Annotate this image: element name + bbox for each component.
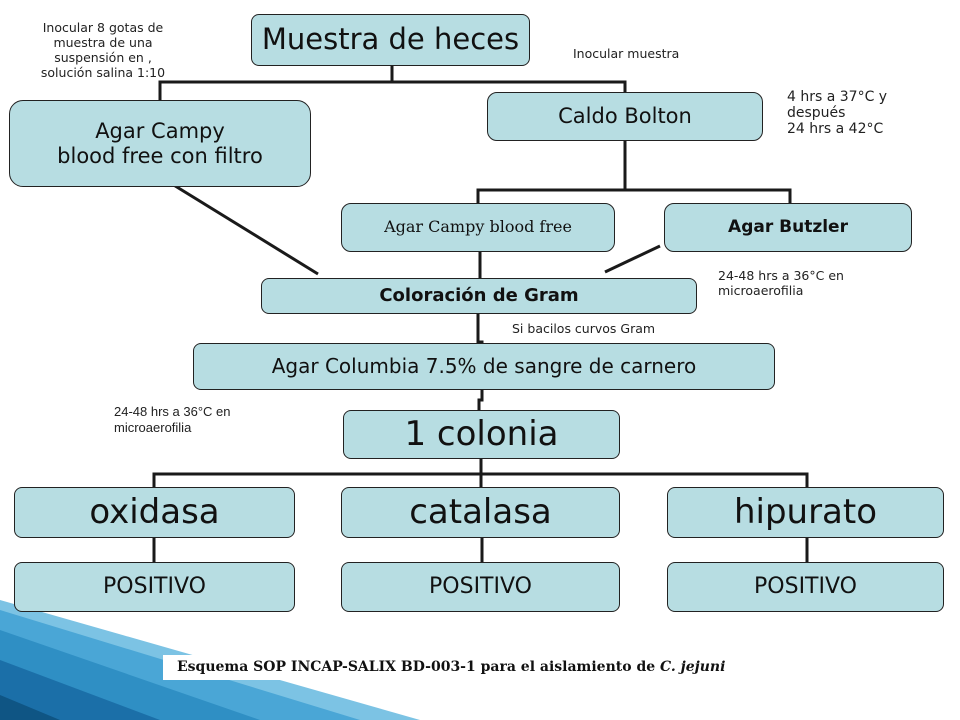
annotation-bacilos-curvos: Si bacilos curvos Gram [512, 321, 656, 336]
node-agar-campy-blood-free: Agar Campy blood free [341, 203, 615, 252]
node-1-colonia: 1 colonia [343, 410, 620, 459]
node-coloracion-de-gram: Coloración de Gram [261, 278, 697, 314]
annotation-inocular-gotas-line1: Inocular 8 gotas de [42, 20, 164, 35]
node-muestra-de-heces: Muestra de heces [251, 14, 530, 66]
node-agar-columbia: Agar Columbia 7.5% de sangre de carnero [193, 343, 775, 390]
footer-caption-species: C. jejuni [660, 659, 726, 675]
annotation-inocular-gotas: Inocular 8 gotas de muestra de una suspe… [28, 20, 178, 80]
node-agar-campy-filtro-line2: blood free con filtro [57, 143, 263, 168]
node-positivo-hipurato: POSITIVO [667, 562, 944, 612]
annotation-incubacion-line3: 24 hrs a 42°C [787, 121, 884, 137]
annotation-microaerofilia-left: 24-48 hrs a 36°C en microaerofilia [114, 404, 231, 436]
node-agar-campy-filtro-line1: Agar Campy [95, 119, 225, 144]
node-agar-butzler: Agar Butzler [664, 203, 912, 252]
annotation-microaerofilia-right-line2: microaerofilia [718, 283, 804, 298]
footer-caption: Esquema SOP INCAP-SALIX BD-003-1 para el… [163, 655, 960, 680]
node-oxidasa: oxidasa [14, 487, 295, 538]
annotation-incubacion: 4 hrs a 37°C y después 24 hrs a 42°C [787, 89, 887, 137]
annotation-inocular-gotas-line2: muestra de una [53, 35, 153, 50]
annotation-incubacion-line2: después [787, 105, 846, 121]
annotation-microaerofilia-left-line1: 24-48 hrs a 36°C en [114, 404, 231, 419]
annotation-microaerofilia-left-line2: microaerofilia [114, 420, 192, 435]
node-catalasa: catalasa [341, 487, 620, 538]
annotation-microaerofilia-right-line1: 24-48 hrs a 36°C en [718, 268, 844, 283]
node-hipurato: hipurato [667, 487, 944, 538]
node-caldo-bolton: Caldo Bolton [487, 92, 763, 141]
annotation-incubacion-line1: 4 hrs a 37°C y [787, 89, 888, 105]
annotation-inocular-gotas-line3: suspensión en , [54, 50, 152, 65]
node-positivo-catalasa: POSITIVO [341, 562, 620, 612]
footer-caption-text: Esquema SOP INCAP-SALIX BD-003-1 para el… [177, 659, 661, 675]
node-positivo-oxidasa: POSITIVO [14, 562, 295, 612]
annotation-inocular-muestra: Inocular muestra [573, 46, 680, 61]
annotation-microaerofilia-right: 24-48 hrs a 36°C en microaerofilia [718, 268, 844, 298]
node-agar-campy-filtro: Agar Campy blood free con filtro [9, 100, 311, 187]
annotation-inocular-gotas-line4: solución salina 1:10 [40, 65, 166, 80]
